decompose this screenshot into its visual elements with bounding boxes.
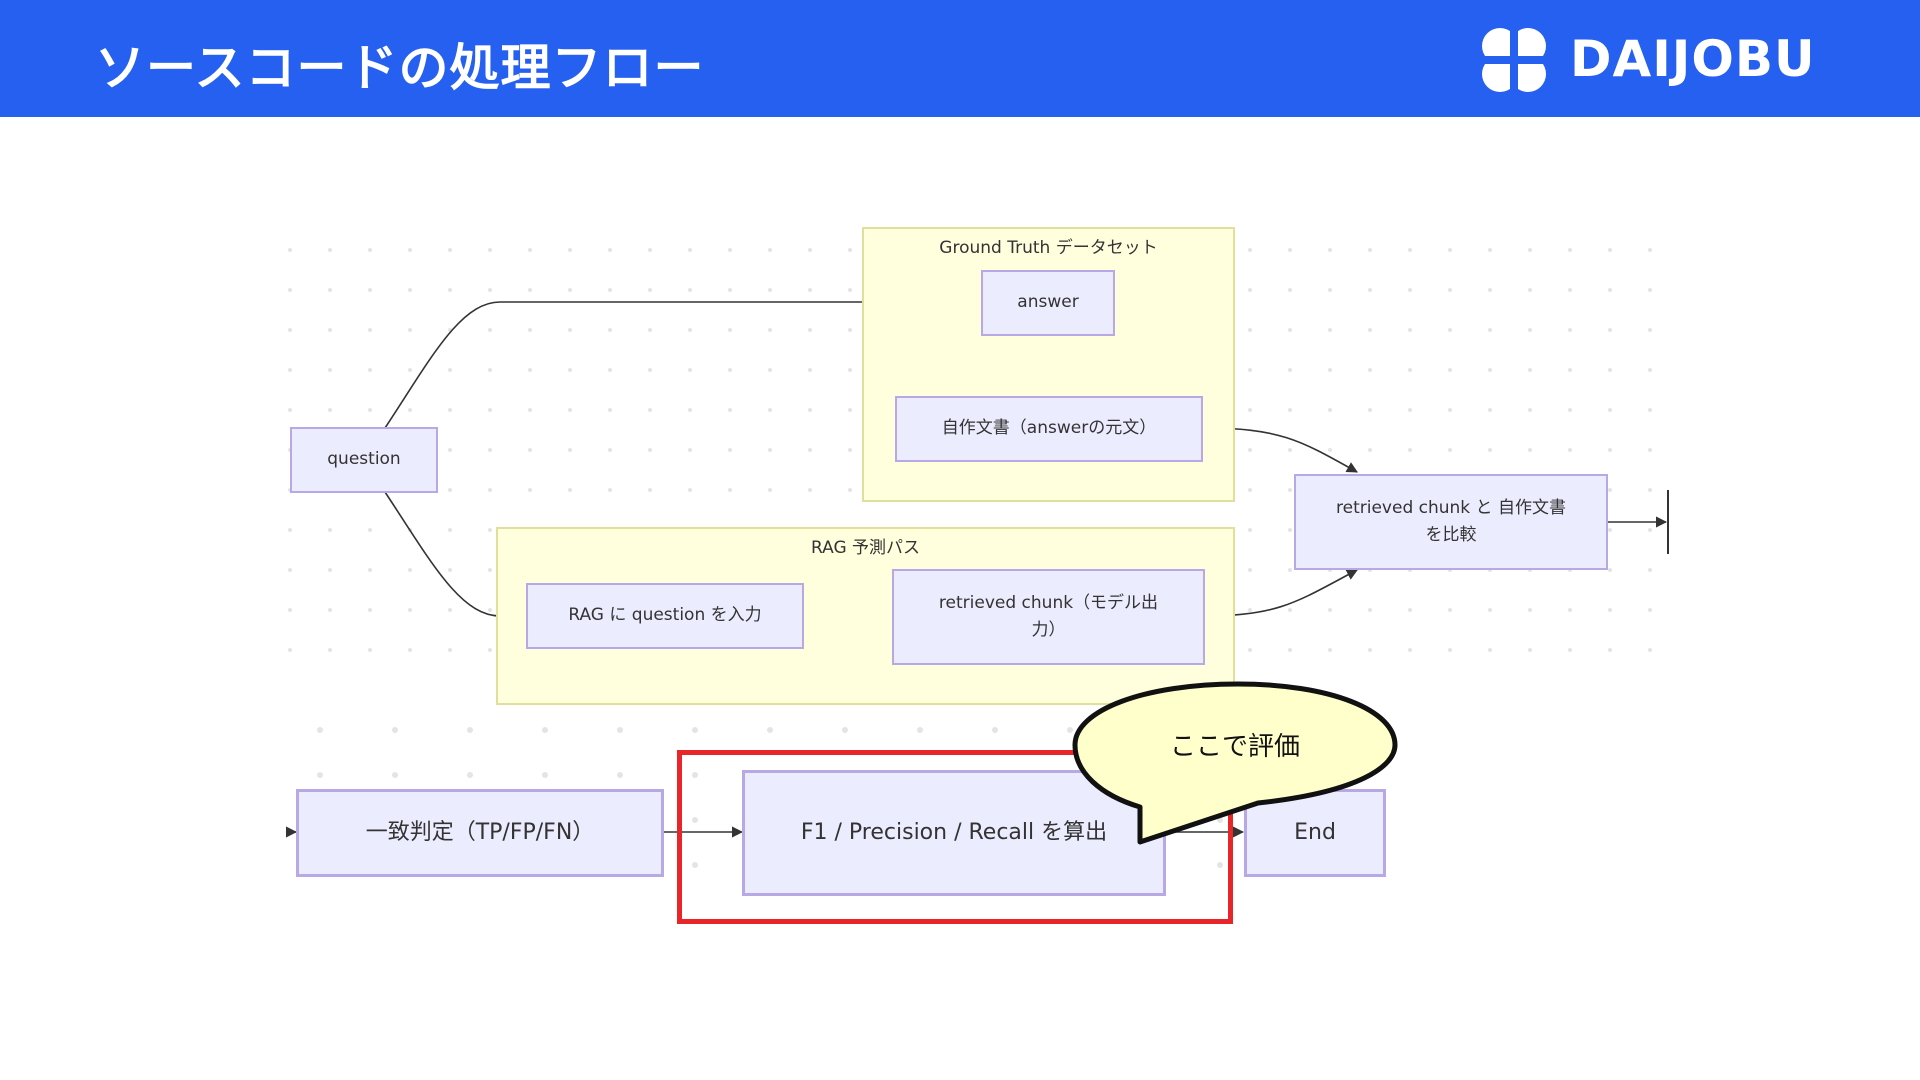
node-question-label: question (327, 449, 401, 470)
header-bar: ソースコードの処理フロー DAIJOBU (0, 0, 1920, 117)
node-source-document-label: 自作文書（answerの元文） (941, 418, 1157, 439)
node-compare: retrieved chunk と 自作文書 を比較 (1294, 474, 1608, 570)
callout-bubble-shape (1072, 681, 1398, 845)
node-match-judgement-label: 一致判定（TP/FP/FN） (365, 820, 595, 846)
logo-text: DAIJOBU (1570, 30, 1816, 88)
clover-logo-icon (1478, 24, 1550, 96)
page-title: ソースコードの処理フロー (95, 39, 705, 97)
node-question: question (290, 427, 438, 493)
subgraph-rag-path-label: RAG 予測パス (810, 538, 921, 558)
node-end-label: End (1294, 820, 1336, 846)
node-metrics: F1 / Precision / Recall を算出 (742, 770, 1166, 896)
node-rag-input-label: RAG に question を入力 (568, 605, 762, 626)
edge-question-rag-input (384, 491, 527, 622)
node-match-judgement: 一致判定（TP/FP/FN） (296, 789, 664, 877)
node-rag-input: RAG に question を入力 (526, 583, 804, 649)
subgraph-ground-truth-label: Ground Truth データセット (939, 238, 1158, 258)
node-compare-label: retrieved chunk と 自作文書 を比較 (1336, 497, 1566, 545)
node-metrics-label: F1 / Precision / Recall を算出 (800, 820, 1108, 846)
callout-text: ここで評価 (1169, 732, 1300, 762)
node-answer-label: answer (1017, 292, 1079, 313)
node-answer: answer (981, 270, 1115, 336)
brand-logo: DAIJOBU (1478, 24, 1838, 96)
node-source-document: 自作文書（answerの元文） (895, 396, 1203, 462)
edge-question-answer (384, 296, 982, 429)
node-retrieved-chunk: retrieved chunk（モデル出力） (892, 569, 1205, 665)
highlight-box (677, 750, 1233, 924)
node-retrieved-chunk-label: retrieved chunk（モデル出力） (938, 592, 1159, 640)
